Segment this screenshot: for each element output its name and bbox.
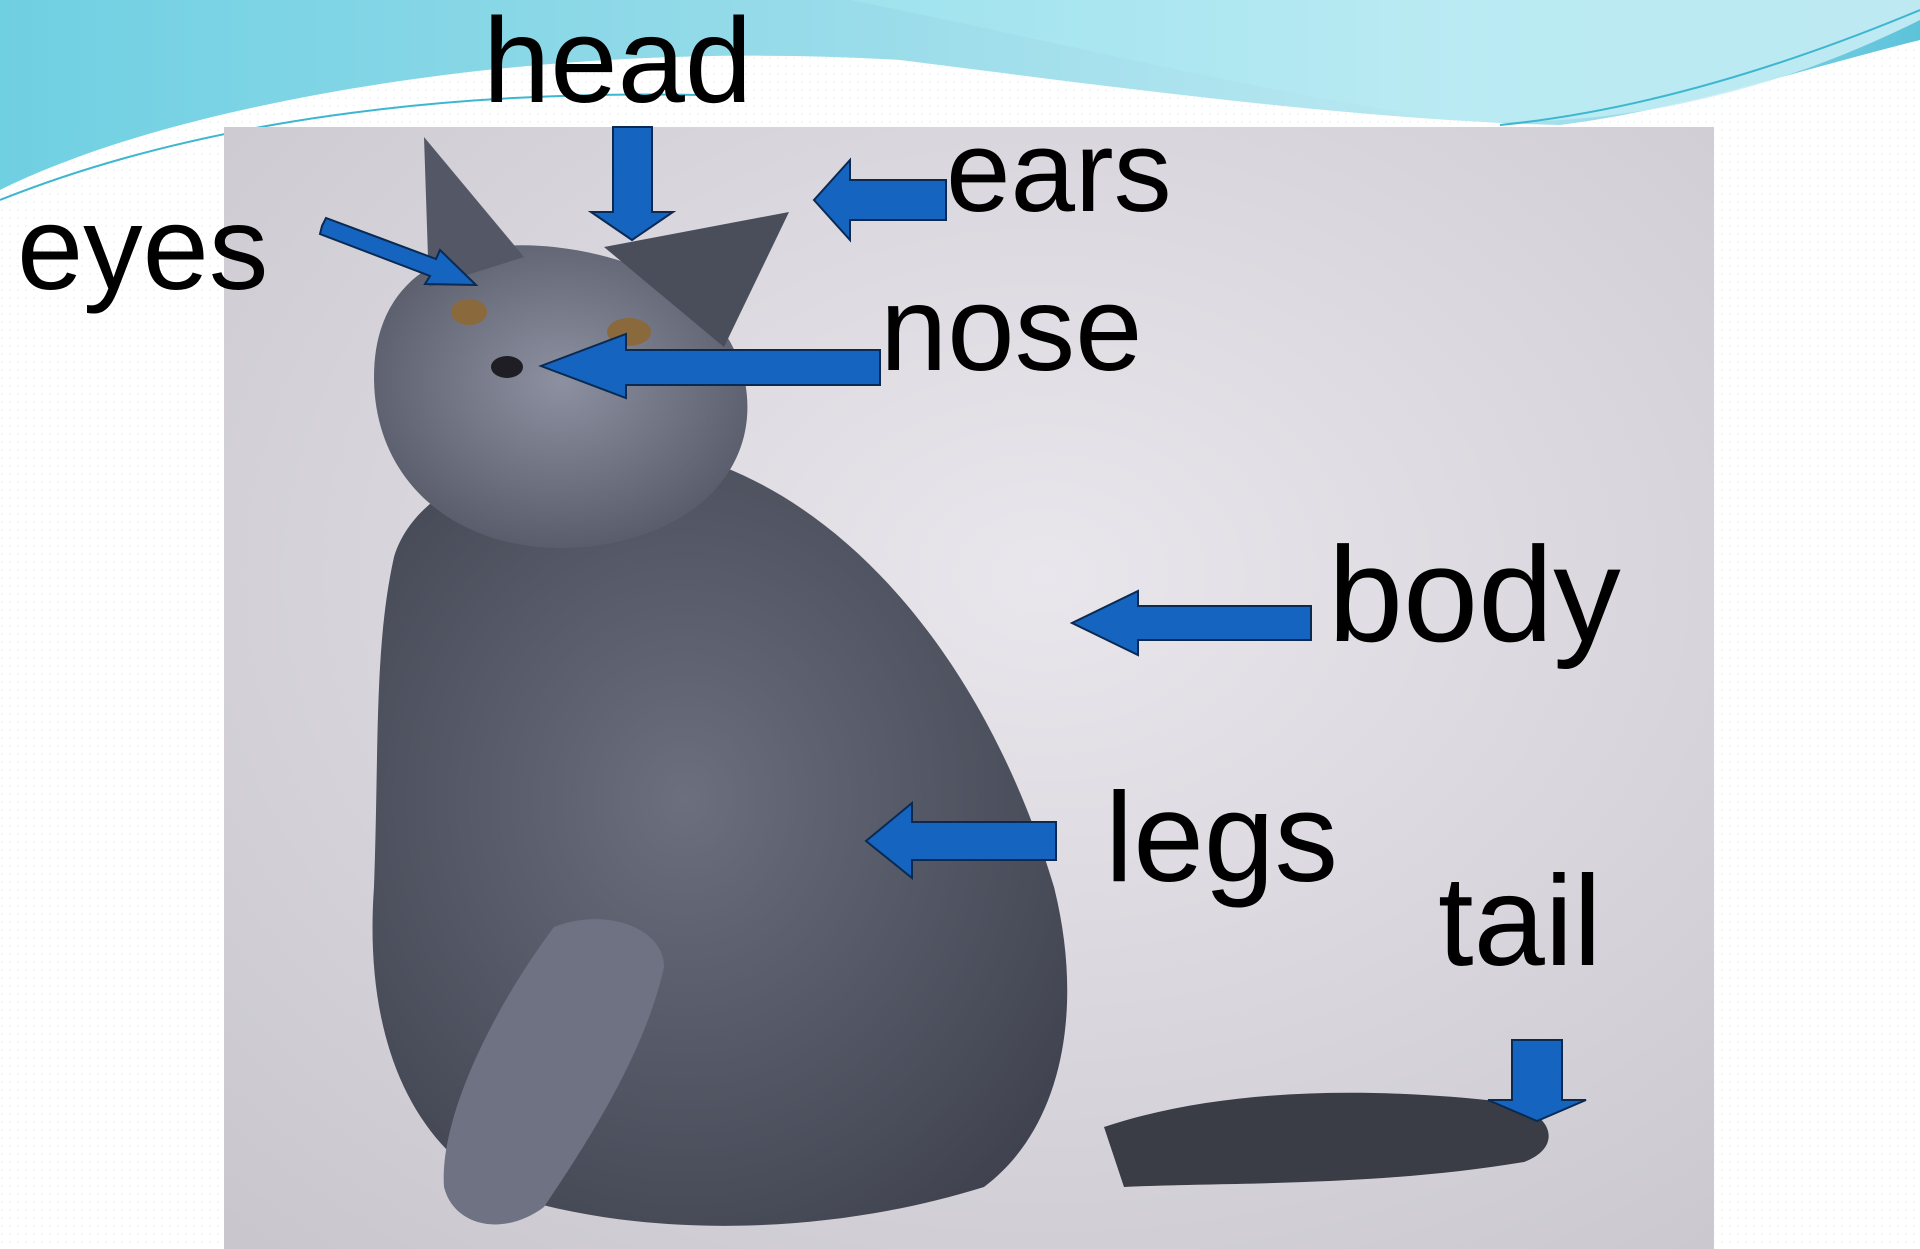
label-ears: ears [946,113,1172,229]
ears-arrow [814,160,946,240]
label-body: body [1328,527,1621,662]
label-eyes: eyes [17,189,268,308]
legs-arrow [866,803,1056,878]
label-legs: legs [1105,774,1338,901]
label-nose: nose [880,268,1142,389]
label-head: head [483,0,752,121]
head-arrow [591,127,673,240]
tail-arrow [1488,1040,1586,1121]
nose-arrow [541,334,880,398]
eyes-arrow [320,218,476,285]
body-arrow [1072,591,1311,655]
label-tail: tail [1438,858,1602,986]
